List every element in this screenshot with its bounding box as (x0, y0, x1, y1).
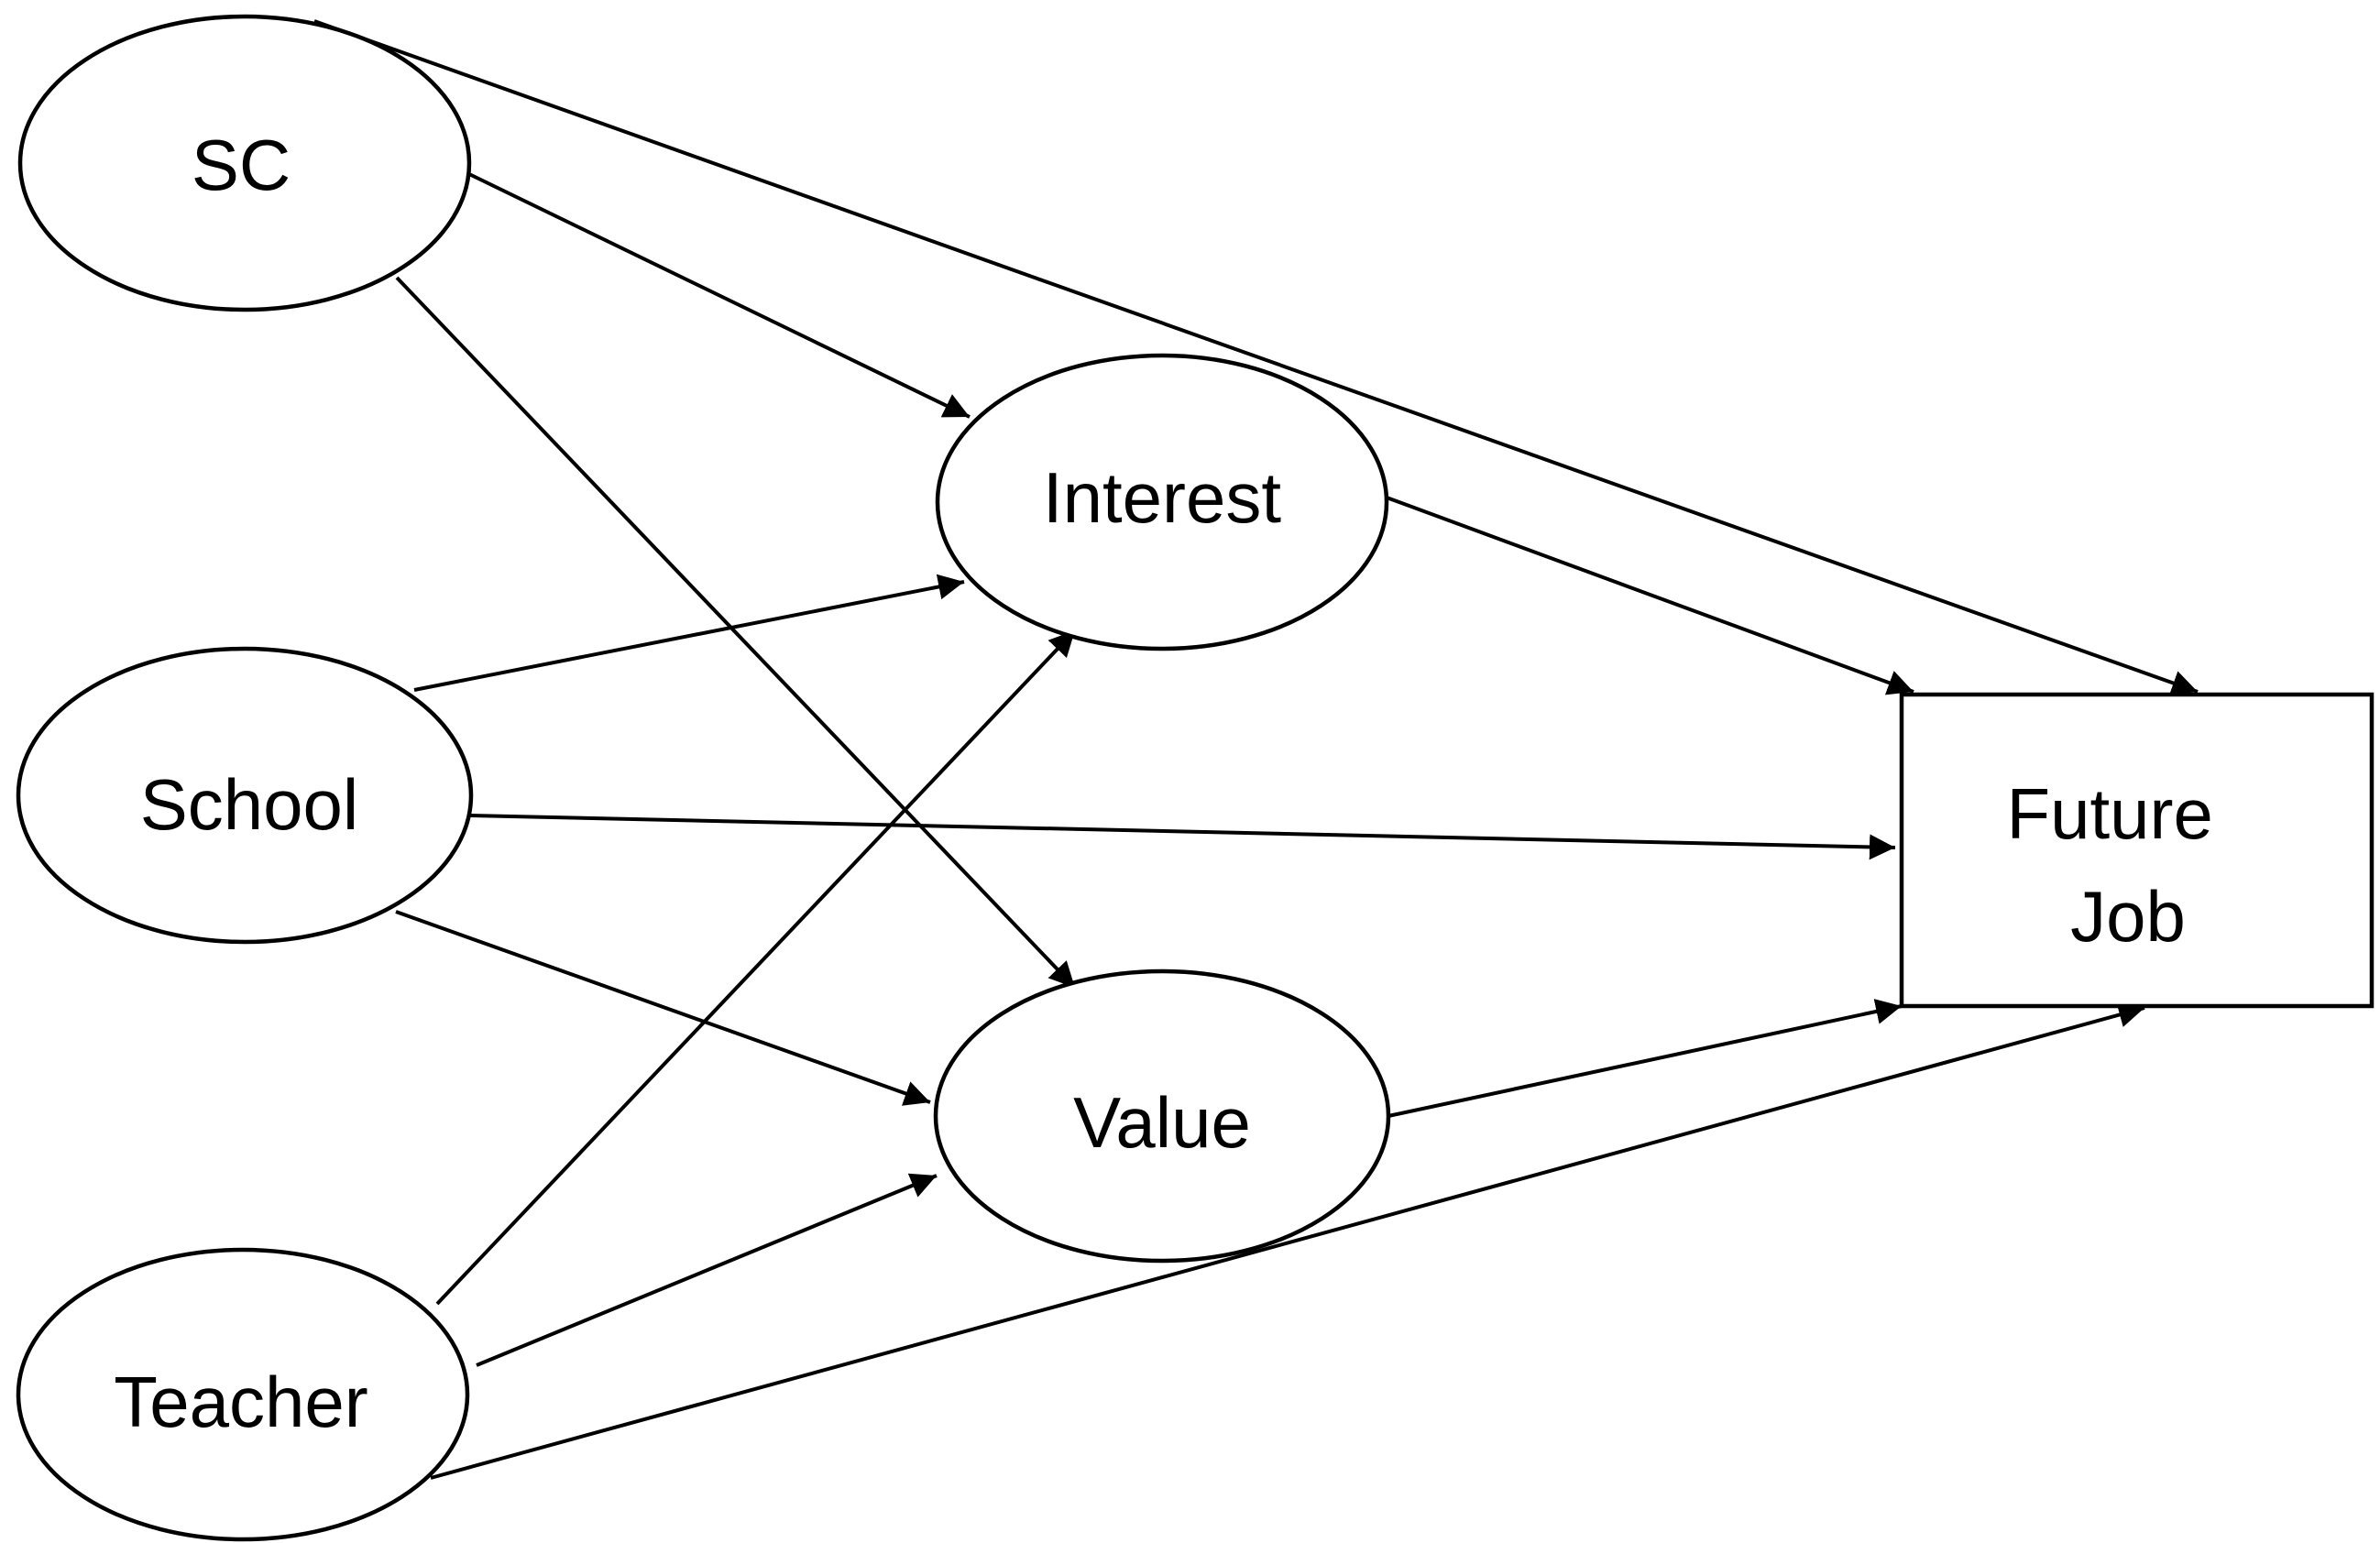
node-value: Value (933, 968, 1391, 1264)
node-future-job-label-line-2: Job (2070, 876, 2186, 957)
node-future-job: Future Job (1899, 692, 2375, 1009)
node-teacher-label: Teacher (114, 1362, 368, 1442)
edge-sc-to-interest (468, 172, 971, 419)
edge-teacher-to-interest (435, 629, 1077, 1306)
edges (313, 19, 2199, 1480)
edge-school-to-future-job (469, 814, 1896, 860)
node-value-label: Value (1073, 1082, 1251, 1163)
node-interest-ellipse (935, 353, 1389, 651)
edge-sc-to-future-job (313, 19, 2199, 695)
node-future-job-label-line-1: Future (2006, 773, 2212, 854)
edge-interest-to-future-job (1386, 496, 1914, 695)
node-teacher-ellipse (16, 1247, 470, 1542)
node-future-job-box (1899, 692, 2375, 1009)
node-interest-label: Interest (1043, 457, 1281, 538)
edge-teacher-to-value (476, 1173, 938, 1367)
node-sc: SC (17, 14, 472, 312)
node-sc-ellipse (17, 14, 472, 312)
node-teacher: Teacher (16, 1247, 470, 1542)
node-sc-label: SC (192, 125, 291, 205)
edge-sc-to-value (395, 276, 1077, 990)
node-future-job-label: Future Job (2006, 773, 2232, 957)
edge-value-to-future-job (1387, 999, 1903, 1118)
node-school: School (16, 646, 474, 945)
edge-school-to-interest (413, 574, 965, 692)
node-value-ellipse (933, 968, 1391, 1264)
edge-school-to-value (395, 910, 931, 1106)
node-school-ellipse (16, 646, 474, 945)
node-school-label: School (140, 764, 359, 845)
edge-teacher-to-future-job (430, 1001, 2145, 1480)
node-interest: Interest (935, 353, 1389, 651)
